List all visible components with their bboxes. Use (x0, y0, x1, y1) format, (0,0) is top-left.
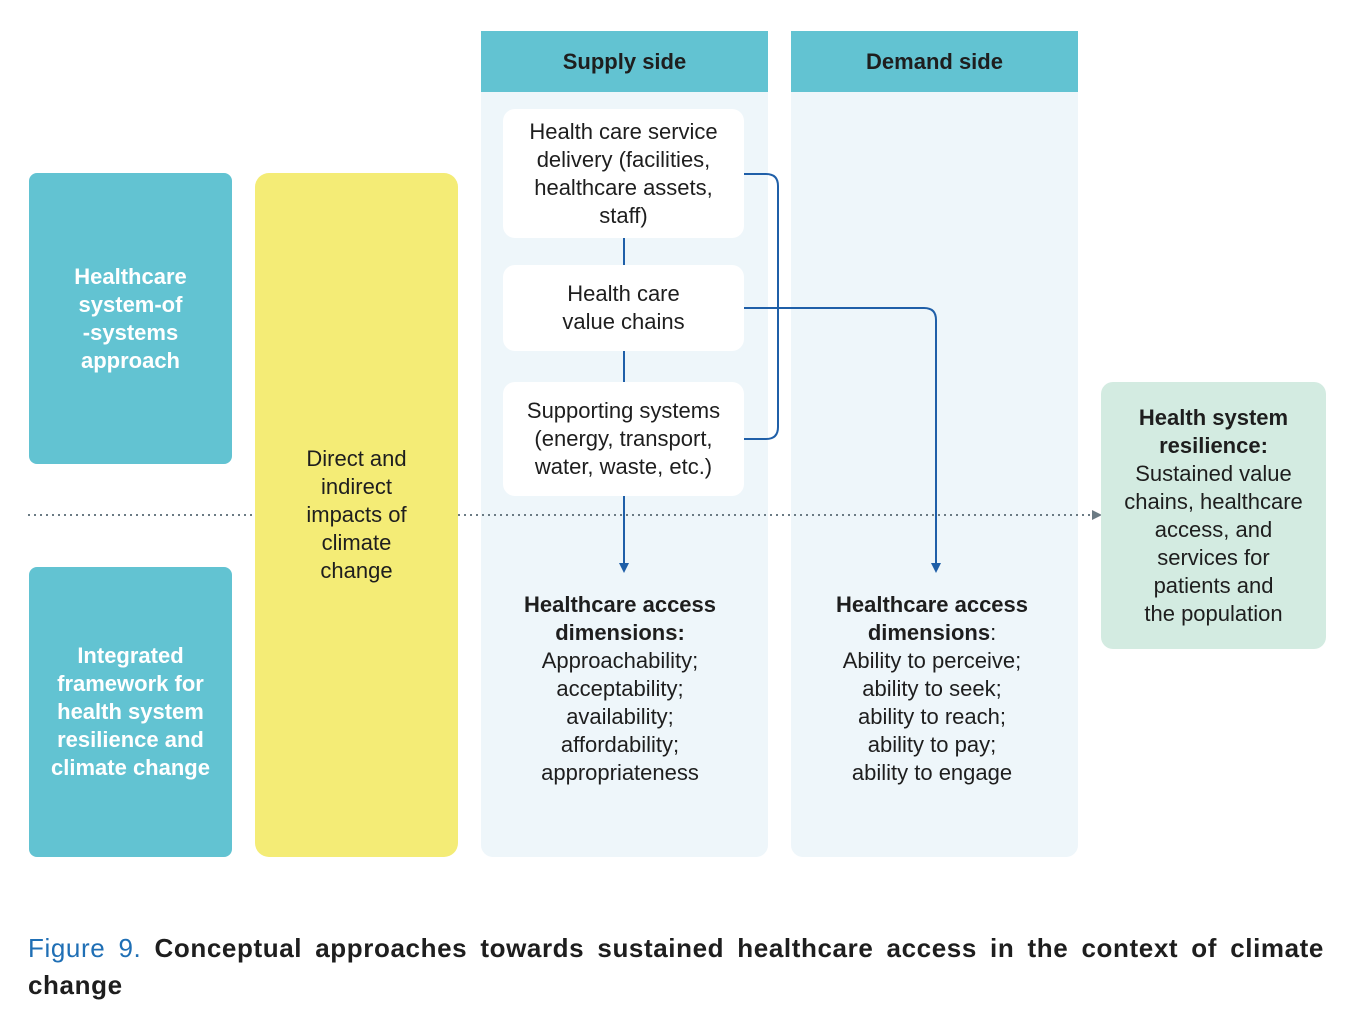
value-chains-card: Health care value chains (503, 265, 744, 351)
supply-dimensions-title: Healthcare access dimensions: (523, 592, 717, 645)
demand-dimensions-list: Ability to perceive; ability to seek; ab… (842, 648, 1022, 785)
supply-dimensions-list: Approachability; acceptability; availabi… (541, 648, 699, 785)
health-system-resilience-box: Health system resilience: Sustained valu… (1101, 382, 1326, 649)
supply-side-header: Supply side (481, 31, 768, 92)
demand-dimensions-colon: : (990, 620, 997, 645)
climate-impacts-box: Direct and indirect impacts of climate c… (255, 173, 458, 857)
integrated-framework-box: Integrated framework for health system r… (29, 567, 232, 857)
supply-dimensions: Healthcare access dimensions: Approachab… (481, 591, 759, 787)
resilience-body: Sustained value chains, healthcare acces… (1124, 460, 1303, 626)
figure-caption: Figure 9. Conceptual approaches towards … (28, 930, 1324, 1004)
demand-dimensions: Healthcare access dimensions: Ability to… (791, 591, 1073, 787)
figure-caption-text: Conceptual approaches towards sustained … (28, 933, 1324, 1000)
resilience-title: Health system resilience: (1138, 404, 1289, 458)
healthcare-system-of-systems-box: Healthcare system-of -systems approach (29, 173, 232, 464)
supporting-systems-card: Supporting systems (energy, transport, w… (503, 382, 744, 496)
demand-side-header: Demand side (791, 31, 1078, 92)
service-delivery-card: Health care service delivery (facilities… (503, 109, 744, 238)
figure-label: Figure 9. (28, 933, 142, 963)
demand-dimensions-title: Healthcare access dimensions (835, 592, 1029, 645)
